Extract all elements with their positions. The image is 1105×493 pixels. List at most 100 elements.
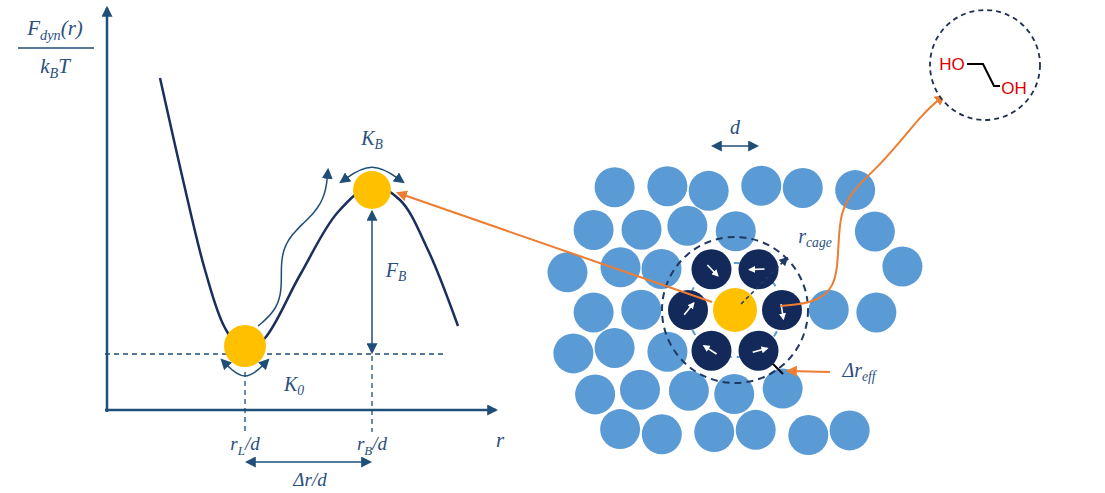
free-energy-plot [18, 8, 496, 462]
symbol: Δr [842, 359, 862, 381]
solvent-particle [716, 211, 756, 251]
molecule-group-label: HO [939, 56, 965, 73]
subscript: eff [862, 369, 876, 384]
subscript: cage [806, 235, 832, 250]
delta-r-arrow [247, 461, 370, 463]
baseline-dashed [105, 353, 446, 354]
solvent-particle [574, 292, 614, 332]
solvent-particle [855, 212, 895, 252]
solvent-particle [788, 415, 828, 455]
symbol: r [496, 428, 504, 452]
solvent-particle [830, 410, 870, 450]
diameter-label: d [730, 117, 740, 137]
subscript: dyn [40, 27, 61, 43]
solvent-particle [642, 414, 682, 454]
y-axis [106, 8, 109, 412]
symbol: F [386, 259, 398, 281]
mapping-arrow [398, 193, 712, 302]
solvent-particle [647, 166, 687, 206]
x-axis [105, 409, 496, 412]
symbol: r [357, 433, 364, 454]
symbol: k [40, 54, 49, 78]
solvent-particle [669, 371, 709, 411]
cage-particle [692, 331, 732, 371]
velocity-arrow [704, 346, 717, 354]
symbol: F [27, 16, 40, 40]
activation-wavy-arrow [258, 170, 328, 326]
solvent-particle [642, 249, 682, 289]
symbol: Δr/d [293, 469, 326, 490]
symbol: d [730, 116, 740, 138]
velocity-arrow [753, 348, 767, 352]
solvent-particle [714, 374, 754, 414]
cage-particle [668, 290, 708, 330]
subscript: B [364, 443, 372, 458]
solvent-particle [548, 252, 588, 292]
diameter-arrow [713, 145, 757, 147]
subscript: B [49, 65, 58, 81]
barrier-position-label: rB/d [357, 434, 387, 457]
free-energy-curve [160, 78, 458, 352]
subscript: B [398, 269, 406, 284]
y-axis-label-numerator: Fdyn(r) [27, 18, 83, 42]
cage-boundary-dashed [662, 237, 808, 383]
symbol: K [361, 127, 374, 149]
barrier-curvature-arrow [341, 167, 403, 182]
solvent-particle [694, 412, 734, 452]
molecule-inset: HO OH [928, 8, 1042, 122]
molecule-group-label: OH [1001, 80, 1027, 97]
tagged-particle [713, 288, 757, 332]
subscript: B [375, 137, 383, 152]
well-curvature-arrow [222, 360, 268, 376]
cage-particle [692, 249, 732, 289]
solvent-particle [595, 167, 635, 207]
solvent-particle [647, 332, 687, 372]
solvent-particle [600, 409, 640, 449]
solvent-particle [574, 210, 614, 250]
symbol: r [230, 433, 237, 454]
particle-at-barrier [353, 171, 391, 209]
symbol: K [284, 373, 297, 395]
solvent-particle [882, 247, 922, 287]
solvent-particle [553, 333, 593, 373]
symbol: (r) [61, 16, 83, 40]
rl-dashed [244, 372, 245, 432]
solvent-particle [689, 171, 729, 211]
rb-dashed [371, 356, 372, 432]
solvent-particle [856, 292, 896, 332]
solvent-particle [736, 410, 776, 450]
barrier-height-label: FB [386, 260, 407, 284]
velocity-arrow [684, 303, 694, 315]
molecule-leader [780, 96, 944, 306]
solvent-particle [595, 328, 635, 368]
symbol: /d [372, 433, 387, 454]
gap-bracket [773, 364, 783, 374]
particle-cage [398, 96, 944, 455]
symbol: /d [245, 433, 260, 454]
barrier-height-arrow [371, 212, 373, 352]
subscript: 0 [297, 383, 304, 398]
y-axis-label-denominator: kBT [40, 56, 70, 80]
solvent-particle [809, 290, 849, 330]
velocity-arrow [707, 265, 717, 276]
cage-radius-label: rcage [798, 226, 831, 250]
symbol: T [58, 54, 70, 78]
cage-radius-line [741, 258, 787, 304]
fraction-bar [18, 47, 94, 49]
well-curvature-label: K0 [284, 374, 304, 398]
gap-label: Δreff [842, 360, 875, 384]
solvent-particle [621, 290, 661, 330]
symbol: r [798, 225, 806, 247]
solvent-particle [620, 370, 660, 410]
solvent-particle [622, 210, 662, 250]
subscript: L [238, 443, 245, 458]
solvent-particle [601, 247, 641, 287]
well-position-label: rL/d [230, 434, 259, 457]
solvent-particle [575, 374, 615, 414]
solvent-particle [763, 369, 803, 409]
x-axis-label: r [496, 430, 504, 451]
gap-leader [788, 371, 830, 372]
inset-circle [930, 10, 1040, 120]
solvent-particle [741, 166, 781, 206]
